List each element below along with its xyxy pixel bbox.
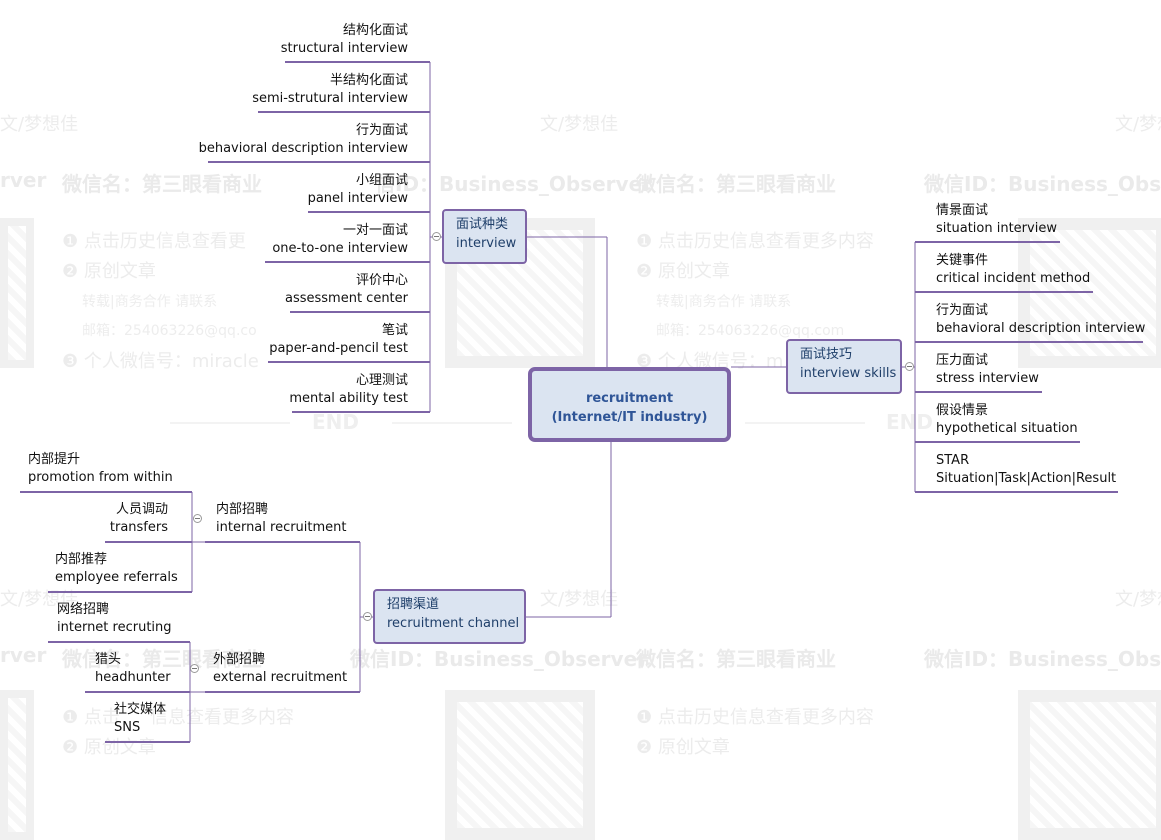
leaf-label-zh: 情景面试 <box>936 203 989 218</box>
collapse-toggle-icon[interactable] <box>363 612 372 621</box>
leaf-label-en: behavioral description interview <box>198 141 408 156</box>
leaf-label-en: behavioral description interview <box>936 321 1146 336</box>
leaf-label-en: mental ability test <box>289 391 408 406</box>
leaf-label-zh: 小组面试 <box>355 173 408 188</box>
collapse-toggle-icon[interactable] <box>905 362 914 371</box>
leaf-label-zh: 猎头 <box>95 652 122 667</box>
leaf-label-zh: STAR <box>936 453 970 468</box>
leaf-star-method[interactable]: STAR Situation|Task|Action|Result <box>936 452 1116 488</box>
collapse-toggle-icon[interactable] <box>432 232 441 241</box>
leaf-situation-interview[interactable]: 情景面试 situation interview <box>936 202 1057 238</box>
leaf-panel-interview[interactable]: 小组面试 panel interview <box>200 172 408 208</box>
branch-label-zh: 面试技巧 <box>800 347 853 362</box>
mindmap-connectors <box>20 61 1143 743</box>
leaf-label-en: hypothetical situation <box>936 421 1078 436</box>
leaf-label-zh: 笔试 <box>381 323 408 338</box>
leaf-label-zh: 假设情景 <box>936 403 989 418</box>
leaf-sns[interactable]: 社交媒体 SNS <box>114 701 166 737</box>
branch-interview-skills[interactable]: 面试技巧 interview skills <box>786 339 902 394</box>
leaf-label-zh: 心理测试 <box>355 373 408 388</box>
leaf-label-en: structural interview <box>280 41 408 56</box>
leaf-label-en: headhunter <box>95 670 171 685</box>
leaf-behavioral-interview[interactable]: 行为面试 behavioral description interview <box>190 122 408 158</box>
leaf-stress-interview[interactable]: 压力面试 stress interview <box>936 352 1039 388</box>
leaf-label-zh: 关键事件 <box>936 253 989 268</box>
branch-interview-types[interactable]: 面试种类 interview <box>442 209 527 264</box>
leaf-label-en: critical incident method <box>936 271 1091 286</box>
leaf-label-en: employee referrals <box>55 570 178 585</box>
leaf-label-en: paper-and-pencil test <box>269 341 408 356</box>
leaf-one-to-one-interview[interactable]: 一对一面试 one-to-one interview <box>200 222 408 258</box>
leaf-internet-recruiting[interactable]: 网络招聘 internet recruting <box>57 601 172 637</box>
node-label-en: internal recruitment <box>216 520 347 535</box>
node-label-zh: 外部招聘 <box>213 652 266 667</box>
collapse-toggle-icon[interactable] <box>190 664 199 673</box>
leaf-semi-structural-interview[interactable]: 半结构化面试 semi-strutural interview <box>200 72 408 108</box>
leaf-mental-ability-test[interactable]: 心理测试 mental ability test <box>200 372 408 408</box>
leaf-label-zh: 社交媒体 <box>114 702 167 717</box>
leaf-label-zh: 压力面试 <box>936 353 989 368</box>
leaf-headhunter[interactable]: 猎头 headhunter <box>95 651 171 687</box>
leaf-critical-incident[interactable]: 关键事件 critical incident method <box>936 252 1090 288</box>
leaf-label-en: SNS <box>114 720 141 735</box>
leaf-label-zh: 评价中心 <box>355 273 408 288</box>
leaf-label-zh: 行为面试 <box>936 303 989 318</box>
leaf-label-en: Situation|Task|Action|Result <box>936 471 1117 486</box>
branch-label-en: interview skills <box>800 366 897 381</box>
root-node[interactable]: recruitment (Internet/IT industry) <box>528 367 731 442</box>
root-label: recruitment <box>585 391 674 406</box>
branch-label-zh: 面试种类 <box>456 217 509 232</box>
leaf-label-en: assessment center <box>284 291 408 306</box>
branch-label-zh: 招聘渠道 <box>387 597 440 612</box>
leaf-label-en: promotion from within <box>28 470 173 485</box>
leaf-label-en: situation interview <box>936 221 1057 236</box>
node-external-recruitment[interactable]: 外部招聘 external recruitment <box>213 651 347 687</box>
leaf-label-zh: 网络招聘 <box>57 602 110 617</box>
leaf-label-zh: 内部提升 <box>28 452 81 467</box>
node-internal-recruitment[interactable]: 内部招聘 internal recruitment <box>216 501 347 537</box>
leaf-label-en: transfers <box>109 520 168 535</box>
leaf-employee-referrals[interactable]: 内部推荐 employee referrals <box>55 551 178 587</box>
leaf-label-en: stress interview <box>936 371 1039 386</box>
leaf-label-en: semi-strutural interview <box>252 91 408 106</box>
leaf-label-zh: 一对一面试 <box>342 223 408 238</box>
leaf-promotion-from-within[interactable]: 内部提升 promotion from within <box>28 451 173 487</box>
leaf-label-en: panel interview <box>307 191 408 206</box>
leaf-label-zh: 半结构化面试 <box>329 73 408 88</box>
leaf-label-zh: 行为面试 <box>355 123 408 138</box>
leaf-label-zh: 结构化面试 <box>342 23 408 38</box>
leaf-transfers[interactable]: 人员调动 transfers <box>80 501 168 537</box>
node-label-en: external recruitment <box>213 670 348 685</box>
root-sublabel: (Internet/IT industry) <box>551 410 708 425</box>
leaf-label-en: internet recruting <box>57 620 172 635</box>
branch-label-en: interview <box>456 236 517 251</box>
leaf-structural-interview[interactable]: 结构化面试 structural interview <box>200 22 408 58</box>
leaf-label-zh: 人员调动 <box>115 502 168 517</box>
node-label-zh: 内部招聘 <box>216 502 269 517</box>
leaf-behavioral-description[interactable]: 行为面试 behavioral description interview <box>936 302 1145 338</box>
branch-recruitment-channel[interactable]: 招聘渠道 recruitment channel <box>373 589 526 644</box>
leaf-hypothetical-situation[interactable]: 假设情景 hypothetical situation <box>936 402 1078 438</box>
leaf-label-zh: 内部推荐 <box>55 552 108 567</box>
leaf-assessment-center[interactable]: 评价中心 assessment center <box>200 272 408 308</box>
collapse-toggle-icon[interactable] <box>193 514 202 523</box>
branch-label-en: recruitment channel <box>387 616 520 631</box>
leaf-label-en: one-to-one interview <box>272 241 408 256</box>
leaf-paper-pencil-test[interactable]: 笔试 paper-and-pencil test <box>200 322 408 358</box>
